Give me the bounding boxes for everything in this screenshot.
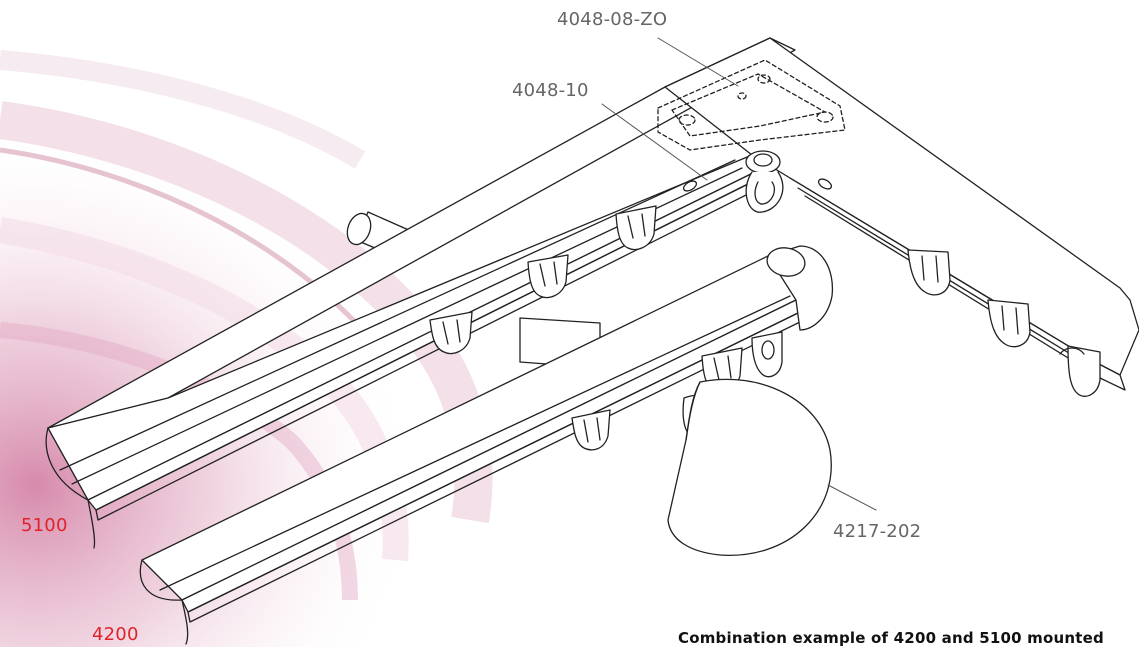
leader-lines: [601, 37, 877, 511]
label-upper-track: 5100: [21, 515, 68, 536]
label-corner-connector: 4048-08-ZO: [557, 9, 668, 30]
figure-caption: Combination example of 4200 and 5100 mou…: [678, 629, 1104, 647]
upper-track-gliders: [429, 205, 1101, 397]
track-screws-4048-10: [682, 178, 833, 192]
label-track-screw: 4048-10: [512, 80, 589, 101]
corner-connector-4048-08-zo: [657, 59, 846, 151]
end-cap-finial-4217-202: [667, 378, 832, 556]
lower-track-4200: [139, 245, 834, 645]
upper-track-5100: [45, 37, 1139, 549]
corner-eye-bolt: [745, 150, 784, 213]
label-lower-track: 4200: [92, 624, 139, 645]
label-end-cap: 4217-202: [833, 521, 922, 542]
